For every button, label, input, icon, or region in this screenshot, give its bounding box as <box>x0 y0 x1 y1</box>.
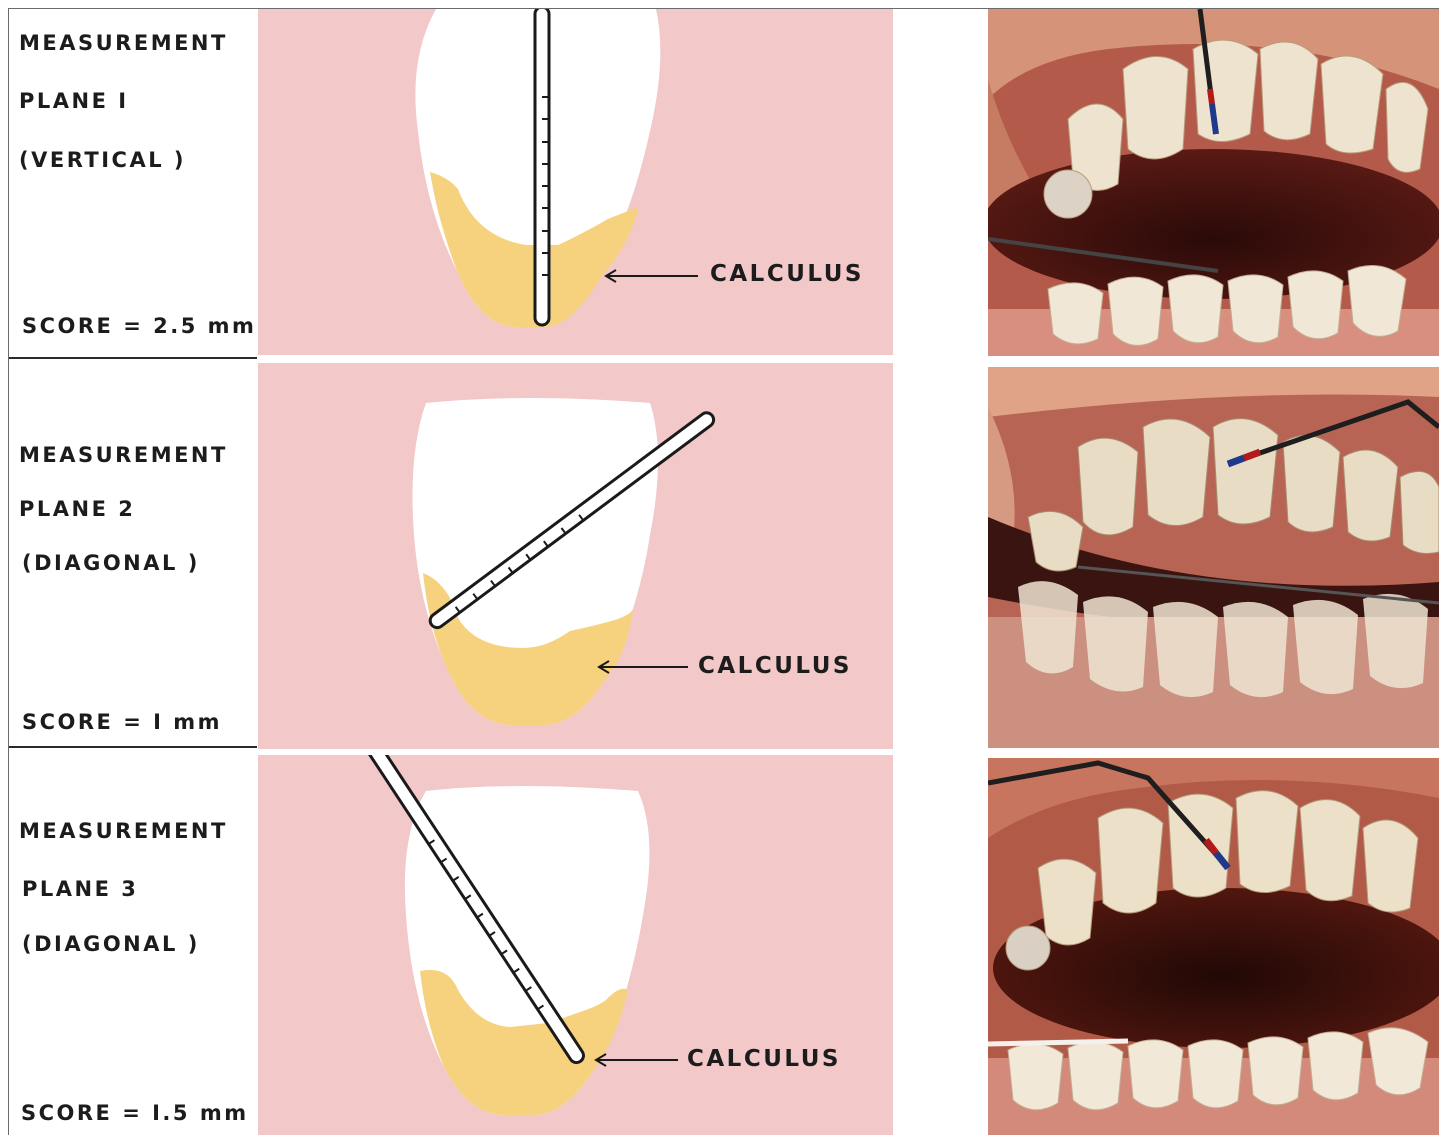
panel-2-tooth-diagram: CALCULUS <box>258 363 893 749</box>
panel-3-label-column: MEASUREMENT PLANE 3 (DIAGONAL ) SCORE = … <box>9 748 257 1135</box>
panel-3-score-label: SCORE = I.5 mm <box>21 1101 249 1125</box>
panel-1-calculus-label: CALCULUS <box>710 261 864 287</box>
panel-1-calculus-arrow <box>606 270 698 282</box>
panel-1-orientation-label: (VERTICAL ) <box>19 148 186 172</box>
panel-2-orientation-label: (DIAGONAL ) <box>22 551 200 575</box>
panel-3-orientation-label: (DIAGONAL ) <box>22 932 200 956</box>
panel-2-score-label: SCORE = I mm <box>22 710 222 734</box>
panel-1-diagram-svg <box>258 9 893 355</box>
panel-2-calculus-label: CALCULUS <box>698 653 852 679</box>
panel-3-diagram-svg <box>258 755 893 1135</box>
panel-1-clinical-photo <box>988 9 1439 356</box>
panel-1-measurement-label: MEASUREMENT <box>19 31 228 55</box>
panel-2-photo-illustration <box>988 367 1439 748</box>
panel-3-photo-illustration <box>988 758 1439 1135</box>
panel-1-photo-illustration <box>988 9 1439 356</box>
panel-3-calculus-label: CALCULUS <box>687 1046 841 1072</box>
panel-1-score-label: SCORE = 2.5 mm <box>22 314 256 338</box>
panel-2-clinical-photo <box>988 367 1439 748</box>
panel-1-probe <box>535 9 549 325</box>
panel-2-label-column: MEASUREMENT PLANE 2 (DIAGONAL ) SCORE = … <box>9 359 257 748</box>
panel-2-measurement-label: MEASUREMENT <box>19 443 228 467</box>
panel-3-tooth-diagram: CALCULUS <box>258 755 893 1135</box>
panel-1-tooth-diagram: CALCULUS <box>258 9 893 355</box>
panel-1-plane-label: PLANE I <box>19 89 129 113</box>
panel-3-measurement-label: MEASUREMENT <box>19 819 228 843</box>
panel-2-diagram-svg <box>258 363 893 749</box>
panel-2-plane-label: PLANE 2 <box>19 497 135 521</box>
panel-3-plane-label: PLANE 3 <box>22 877 138 901</box>
panel-3-calculus-arrow <box>596 1054 678 1066</box>
panel-1-label-column: MEASUREMENT PLANE I (VERTICAL ) SCORE = … <box>9 9 257 358</box>
panel-3-clinical-photo <box>988 758 1439 1135</box>
